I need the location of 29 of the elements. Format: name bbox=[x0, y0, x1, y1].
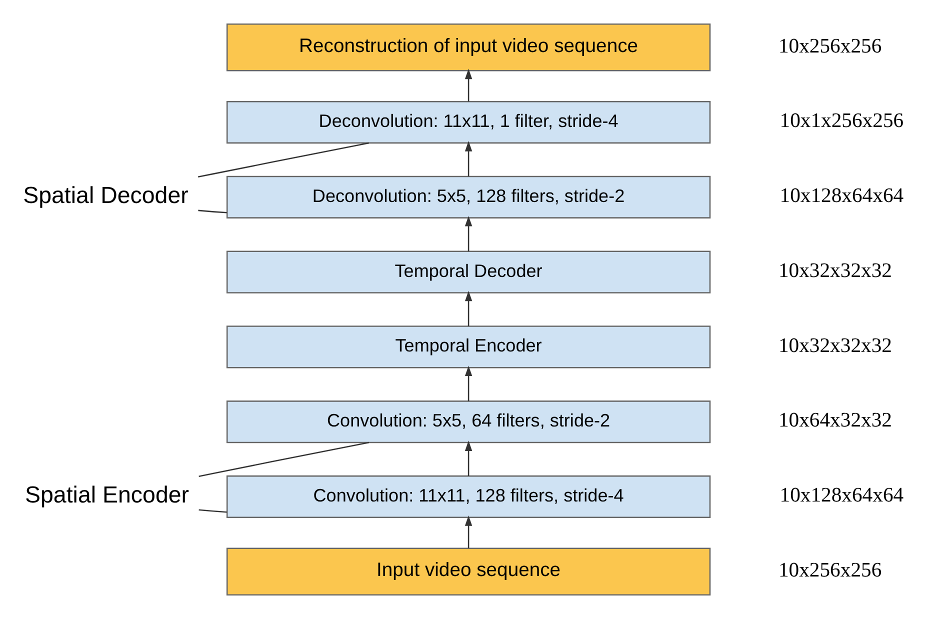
node-label: 10x128x64x64 bbox=[780, 484, 904, 507]
node-label: 10x256x256 bbox=[778, 560, 882, 582]
node-label: 10x32x32x32 bbox=[778, 334, 892, 357]
node-label: 10x256x256 bbox=[778, 35, 882, 58]
arrow bbox=[464, 366, 472, 402]
connector bbox=[198, 142, 370, 178]
arrow bbox=[464, 141, 472, 176]
node-label: 10x64x32x32 bbox=[778, 410, 892, 432]
node-box: Reconstruction of input video sequence bbox=[226, 24, 711, 72]
node-box: Deconvolution: 11x11, 1 filter, stride-4 bbox=[226, 100, 711, 144]
connector bbox=[198, 442, 370, 477]
node-box: Temporal Encoder bbox=[226, 326, 711, 368]
node-text: Spatial Decoder bbox=[23, 182, 188, 208]
node-box: Temporal Decoder bbox=[226, 250, 711, 294]
node-box: Input video sequence bbox=[226, 548, 711, 596]
node-label: 10x32x32x32 bbox=[778, 260, 892, 282]
node-box: Convolution: 11x11, 128 filters, stride-4 bbox=[226, 475, 711, 518]
arrow bbox=[464, 440, 472, 476]
arrow bbox=[464, 216, 472, 252]
arrow bbox=[464, 290, 472, 326]
arrow bbox=[464, 68, 472, 102]
node-label: 10x1x256x256 bbox=[780, 110, 904, 132]
arrow bbox=[464, 516, 472, 548]
node-label: 10x128x64x64 bbox=[780, 185, 904, 208]
connector bbox=[198, 509, 227, 513]
node-box: Deconvolution: 5x5, 128 filters, stride-2 bbox=[226, 176, 711, 218]
node-text: Spatial Encoder bbox=[25, 481, 190, 508]
node-box: Convolution: 5x5, 64 filters, stride-2 bbox=[226, 400, 711, 444]
connector bbox=[198, 210, 227, 214]
